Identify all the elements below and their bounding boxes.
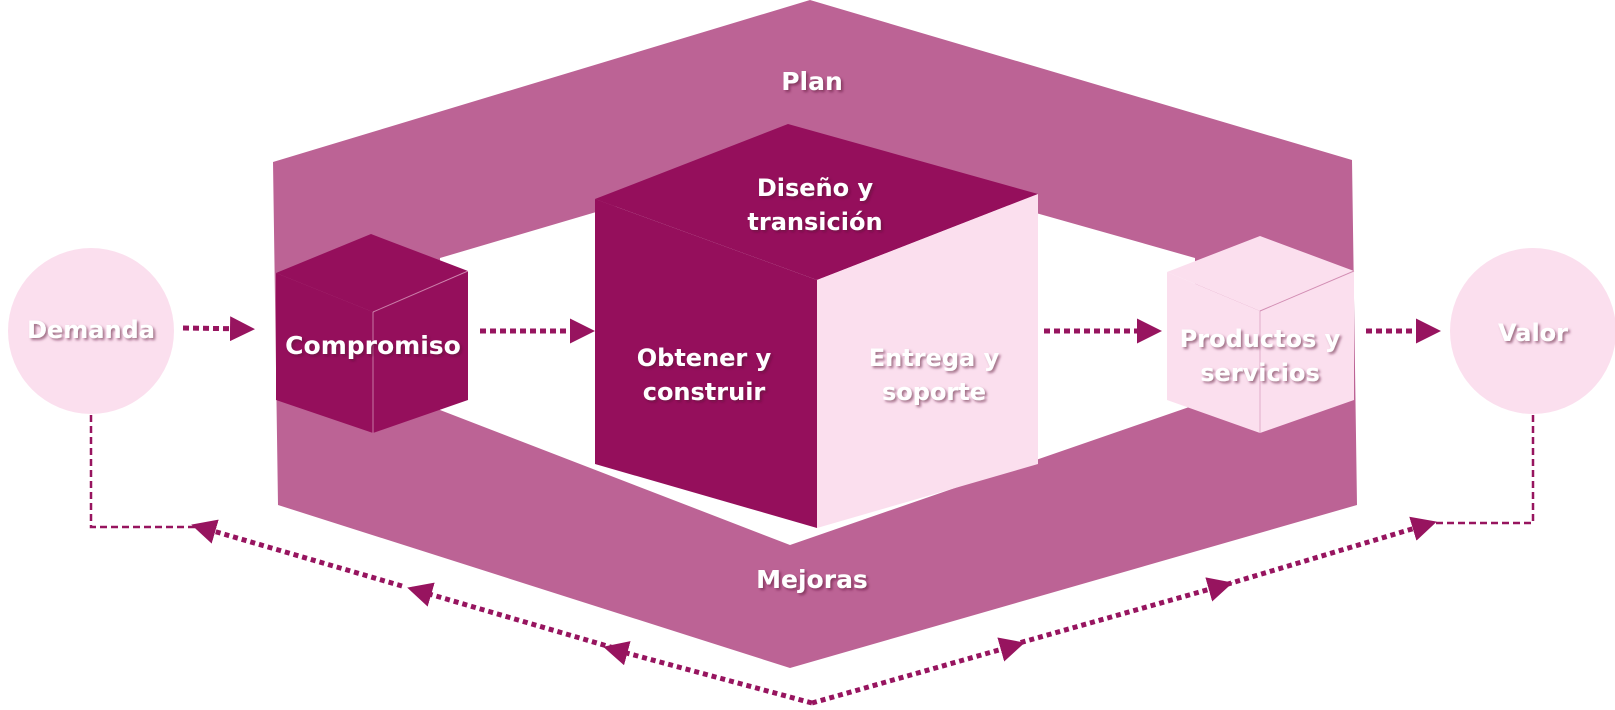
- plan-mejoras-band: [273, 0, 1357, 668]
- entrega-label-line2: soporte: [882, 378, 986, 406]
- mejoras-label: Mejoras: [756, 565, 868, 594]
- feedback-arrow-right-3: [1217, 516, 1437, 590]
- demanda-label: Demanda: [27, 316, 155, 344]
- central-cube: [595, 124, 1038, 528]
- valor-label: Valor: [1498, 319, 1568, 347]
- feedback-arrow-right-1: [811, 637, 1025, 706]
- entrega-label-line1: Entrega y: [869, 344, 1000, 372]
- feedback-arrow-left-2: [407, 582, 615, 651]
- productos-label-line2: servicios: [1200, 359, 1320, 387]
- demanda-connector: [89, 415, 198, 529]
- valor-connector: [1424, 415, 1535, 525]
- productos-label-line1: Productos y: [1180, 325, 1341, 353]
- obtener-label-line2: construir: [643, 378, 766, 406]
- diseno-label-line2: transición: [747, 208, 882, 236]
- diseno-label-line1: Diseño y: [757, 174, 874, 202]
- demanda-circle: [8, 248, 174, 414]
- compromiso-cube: [276, 234, 469, 433]
- feedback-arrow-left-1: [191, 519, 403, 589]
- obtener-label-line1: Obtener y: [637, 344, 772, 372]
- valor-circle: [1450, 248, 1615, 414]
- plan-label: Plan: [781, 67, 843, 96]
- productos-cube: [1167, 236, 1355, 433]
- feedback-arrow-right-2: [1011, 577, 1233, 648]
- arrow-demanda-to-compromiso: [182, 316, 255, 342]
- compromiso-label: Compromiso: [285, 331, 461, 360]
